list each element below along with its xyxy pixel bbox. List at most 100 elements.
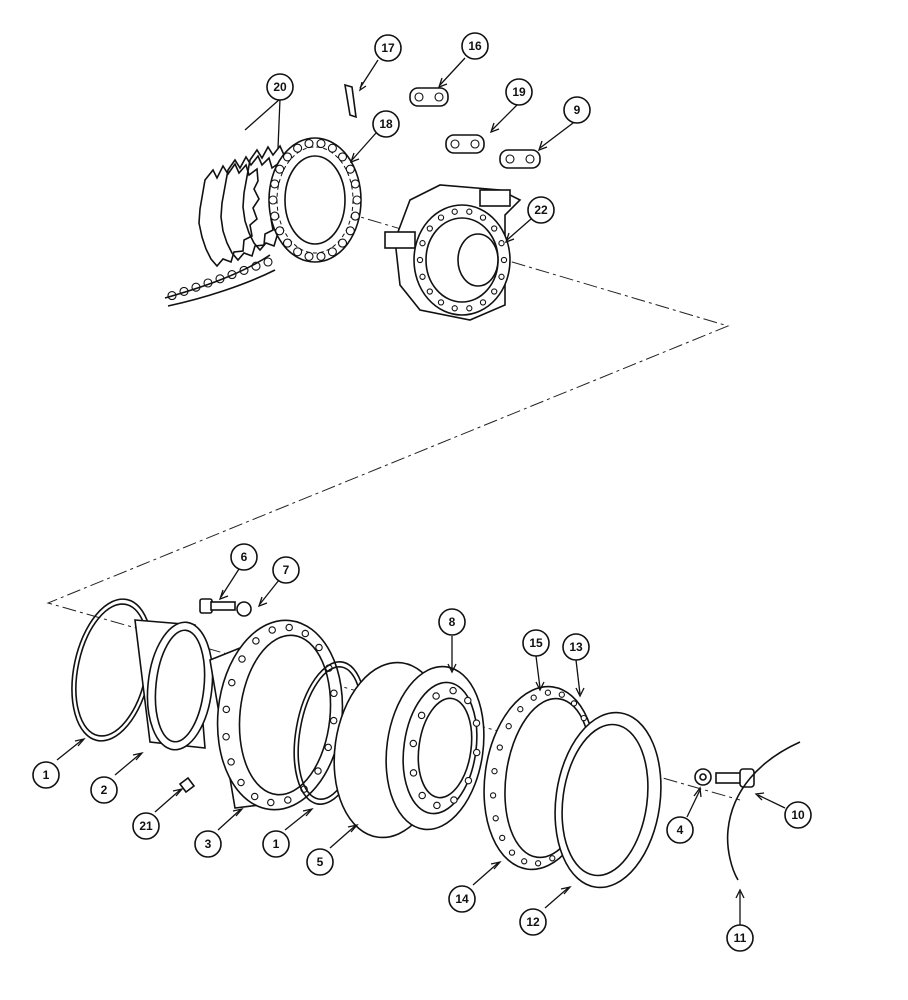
bolt-hole	[544, 689, 552, 696]
callout-15: 15	[522, 629, 550, 657]
callout-8: 8	[438, 608, 466, 636]
callout-10: 10	[784, 801, 812, 829]
bolt-hole	[432, 692, 440, 700]
bolt-hole	[417, 711, 426, 720]
callout-label: 17	[381, 41, 395, 55]
callout-label: 11	[734, 931, 747, 945]
bolt-hole	[534, 860, 542, 867]
callout-16: 16	[461, 32, 489, 60]
callout-circle	[562, 633, 590, 661]
chain-roller	[327, 247, 337, 257]
bolt-hole	[437, 299, 445, 306]
bolt-hole	[491, 225, 498, 232]
callout-label: 20	[273, 80, 287, 94]
bolt-hole	[416, 256, 424, 264]
callout-7: 7	[272, 556, 300, 584]
callout-21: 21	[132, 812, 160, 840]
bolt-hole	[252, 637, 260, 645]
chain-roller	[293, 143, 303, 153]
callout-20: 20	[266, 73, 294, 101]
bolt-hole	[433, 801, 441, 810]
bolt-hole	[222, 705, 231, 714]
nut	[694, 768, 712, 786]
bolt-hole	[285, 623, 293, 632]
bolt-hole	[492, 815, 499, 822]
wheel-hub	[333, 661, 485, 839]
callout-label: 3	[205, 837, 212, 851]
bolt-hole	[314, 767, 322, 775]
lock-wire	[726, 741, 801, 881]
callout-label: 21	[139, 819, 153, 833]
bolt-hole	[228, 678, 236, 687]
bolt-hole	[472, 748, 481, 757]
bolt-hole	[238, 655, 246, 663]
bolt-hole	[329, 716, 338, 725]
bolt-hole	[496, 744, 503, 751]
chain-roller	[316, 251, 326, 261]
chain-roller	[275, 226, 285, 236]
callout-label: 13	[569, 640, 583, 654]
bolt-hole	[418, 791, 426, 800]
bolt-hole	[479, 214, 487, 221]
chain-roller	[270, 179, 280, 189]
drive-chain	[164, 137, 362, 307]
bolt-hole	[451, 305, 458, 312]
callout-9: 9	[563, 96, 591, 124]
callout-17: 17	[374, 34, 402, 62]
bolt-hole	[466, 305, 473, 312]
washer	[236, 601, 252, 617]
callout-label: 2	[101, 783, 108, 797]
callout-label: 12	[526, 915, 540, 929]
chain-roller	[352, 195, 362, 205]
chain-roller	[304, 139, 314, 149]
bolt-hole	[449, 686, 457, 695]
bolt-hole	[521, 858, 528, 865]
callout-circle	[666, 816, 694, 844]
bolt-hole	[498, 273, 505, 280]
bolt-hole	[227, 758, 235, 766]
callout-label: 15	[529, 636, 543, 650]
callout-circle	[505, 78, 533, 106]
callout-1-right: 1	[262, 830, 290, 858]
callout-5: 5	[306, 848, 334, 876]
bolt-hole	[491, 288, 498, 295]
bolt-hole	[301, 629, 310, 638]
callout-circle	[266, 73, 294, 101]
chain-roller	[263, 257, 273, 267]
callout-label: 18	[379, 117, 393, 131]
callout-circle	[438, 608, 466, 636]
callout-12: 12	[519, 908, 547, 936]
callout-circle	[230, 543, 258, 571]
bolt-hole	[330, 689, 338, 698]
callout-label: 5	[317, 855, 324, 869]
bolt-hole	[409, 769, 418, 777]
callout-3: 3	[194, 830, 222, 858]
chain-roller	[350, 211, 360, 221]
callout-circle	[272, 556, 300, 584]
bolt-hole	[491, 768, 498, 775]
bolt-hole	[250, 792, 259, 801]
offset-link	[445, 134, 485, 154]
bolt-hole	[451, 208, 458, 215]
bolt-hole	[549, 855, 556, 862]
bolt-hole	[489, 792, 497, 799]
callout-label: 14	[455, 892, 469, 906]
callout-circle	[262, 830, 290, 858]
bolt-hole	[464, 776, 473, 785]
cap-screw	[715, 768, 755, 788]
callout-label: 1	[43, 768, 50, 782]
callout-circle	[726, 924, 754, 952]
chain-roller	[270, 211, 280, 221]
bolt-hole	[466, 208, 473, 215]
chain-roller	[304, 251, 314, 261]
chain-roller	[282, 152, 293, 162]
bolt-hole	[409, 739, 418, 748]
callout-label: 16	[468, 39, 482, 53]
callout-label: 22	[534, 203, 548, 217]
master-link	[499, 149, 541, 169]
bolt-hole	[517, 706, 524, 713]
cotter-pin	[344, 83, 357, 119]
bolt-hole	[237, 778, 245, 787]
